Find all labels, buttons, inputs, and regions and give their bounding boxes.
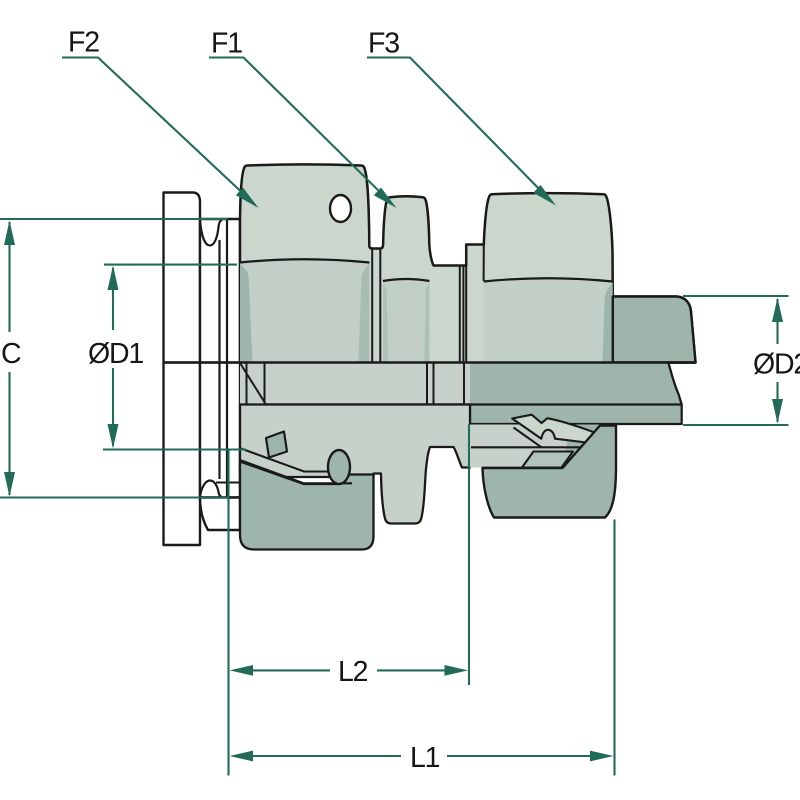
svg-text:ØD1: ØD1 [88, 338, 143, 370]
svg-text:F3: F3 [368, 28, 399, 60]
svg-text:ØD2: ØD2 [753, 349, 800, 381]
svg-text:F1: F1 [211, 28, 242, 60]
svg-text:L1: L1 [410, 742, 440, 774]
svg-text:C: C [1, 338, 21, 370]
svg-text:L2: L2 [338, 656, 368, 688]
svg-text:F2: F2 [68, 27, 99, 59]
